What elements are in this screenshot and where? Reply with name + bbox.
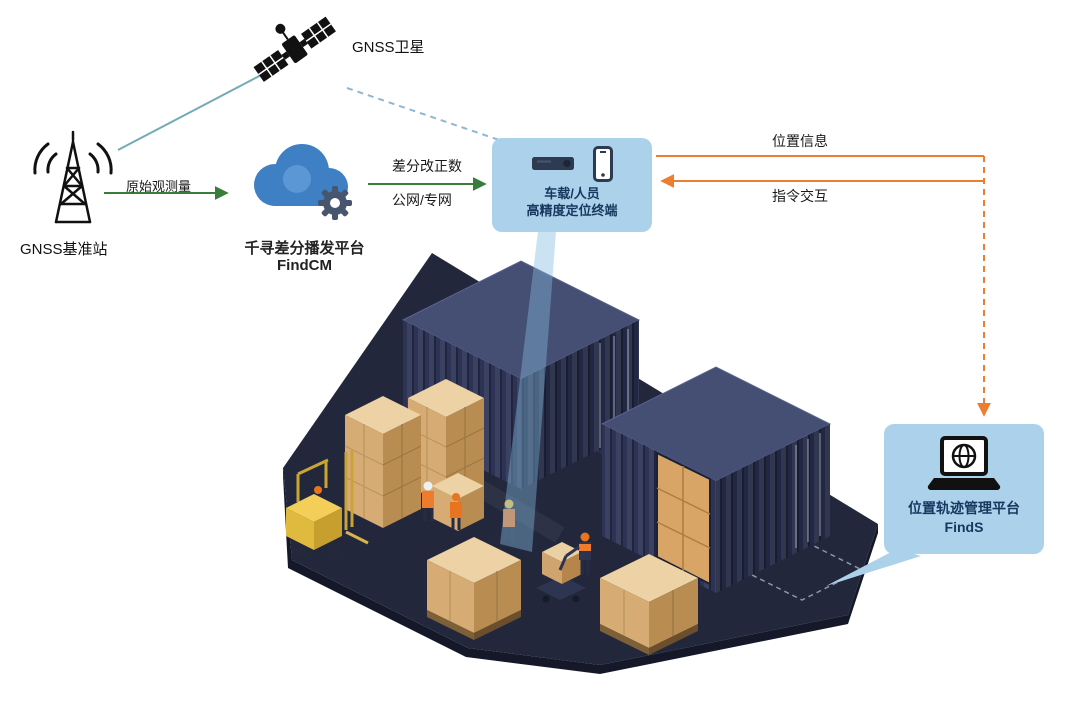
worker-orange-suit — [450, 493, 462, 530]
container-door-rods — [795, 433, 821, 548]
forklift-driver — [314, 486, 322, 494]
laptop-globe-icon — [926, 436, 1002, 499]
position-info-label: 位置信息 — [772, 133, 828, 149]
phone-icon — [592, 145, 614, 188]
finds-bubble-tail — [826, 549, 921, 586]
pallet-stack-front — [344, 396, 422, 528]
worker-pallet-jack — [565, 532, 591, 575]
cloud-icon — [254, 144, 348, 206]
container-right — [600, 366, 832, 593]
gnss-satellite-icon — [248, 2, 348, 95]
locating-beam — [500, 231, 556, 552]
satellite-basestation-link — [117, 71, 268, 151]
gear-icon — [318, 186, 352, 220]
findcm-label: FindCM — [277, 257, 332, 274]
terminal-label-line2: 高精度定位终端 — [526, 203, 618, 218]
terminal-label-line1: 车载/人员 — [544, 186, 600, 201]
raw-observation-label: 原始观测量 — [126, 179, 192, 194]
cloud-platform-icon — [235, 133, 367, 238]
satellite-label: GNSS卫星 — [352, 39, 425, 56]
gnss-base-station-icon — [18, 130, 128, 239]
cloud-platform-label: 千寻差分播发平台 — [244, 240, 365, 257]
pallet-bottom-right — [600, 554, 698, 655]
correction-label-line2: 公网/专网 — [392, 192, 452, 208]
worker-yellow-helmet — [503, 499, 515, 541]
worker-white-helmet — [422, 481, 434, 521]
receiver-icon — [530, 152, 582, 181]
finds-label-name: 位置轨迹管理平台 — [908, 500, 1020, 516]
finds-bubble: 位置轨迹管理平台 FindS — [884, 424, 1044, 554]
satellite-terminal-dashed-link — [346, 87, 506, 143]
forklift — [286, 449, 369, 558]
correction-label-line1: 差分改正数 — [392, 158, 462, 174]
terminal-bubble: 车载/人员 高精度定位终端 — [492, 138, 652, 232]
pallet-jack — [536, 542, 586, 603]
base-station-label: GNSS基准站 — [20, 241, 108, 258]
finds-label-product: FindS — [944, 519, 984, 535]
pallet-bottom-center — [427, 537, 521, 640]
door-box-lines — [656, 466, 711, 571]
command-interaction-label: 指令交互 — [772, 188, 828, 204]
connectors — [104, 71, 991, 417]
